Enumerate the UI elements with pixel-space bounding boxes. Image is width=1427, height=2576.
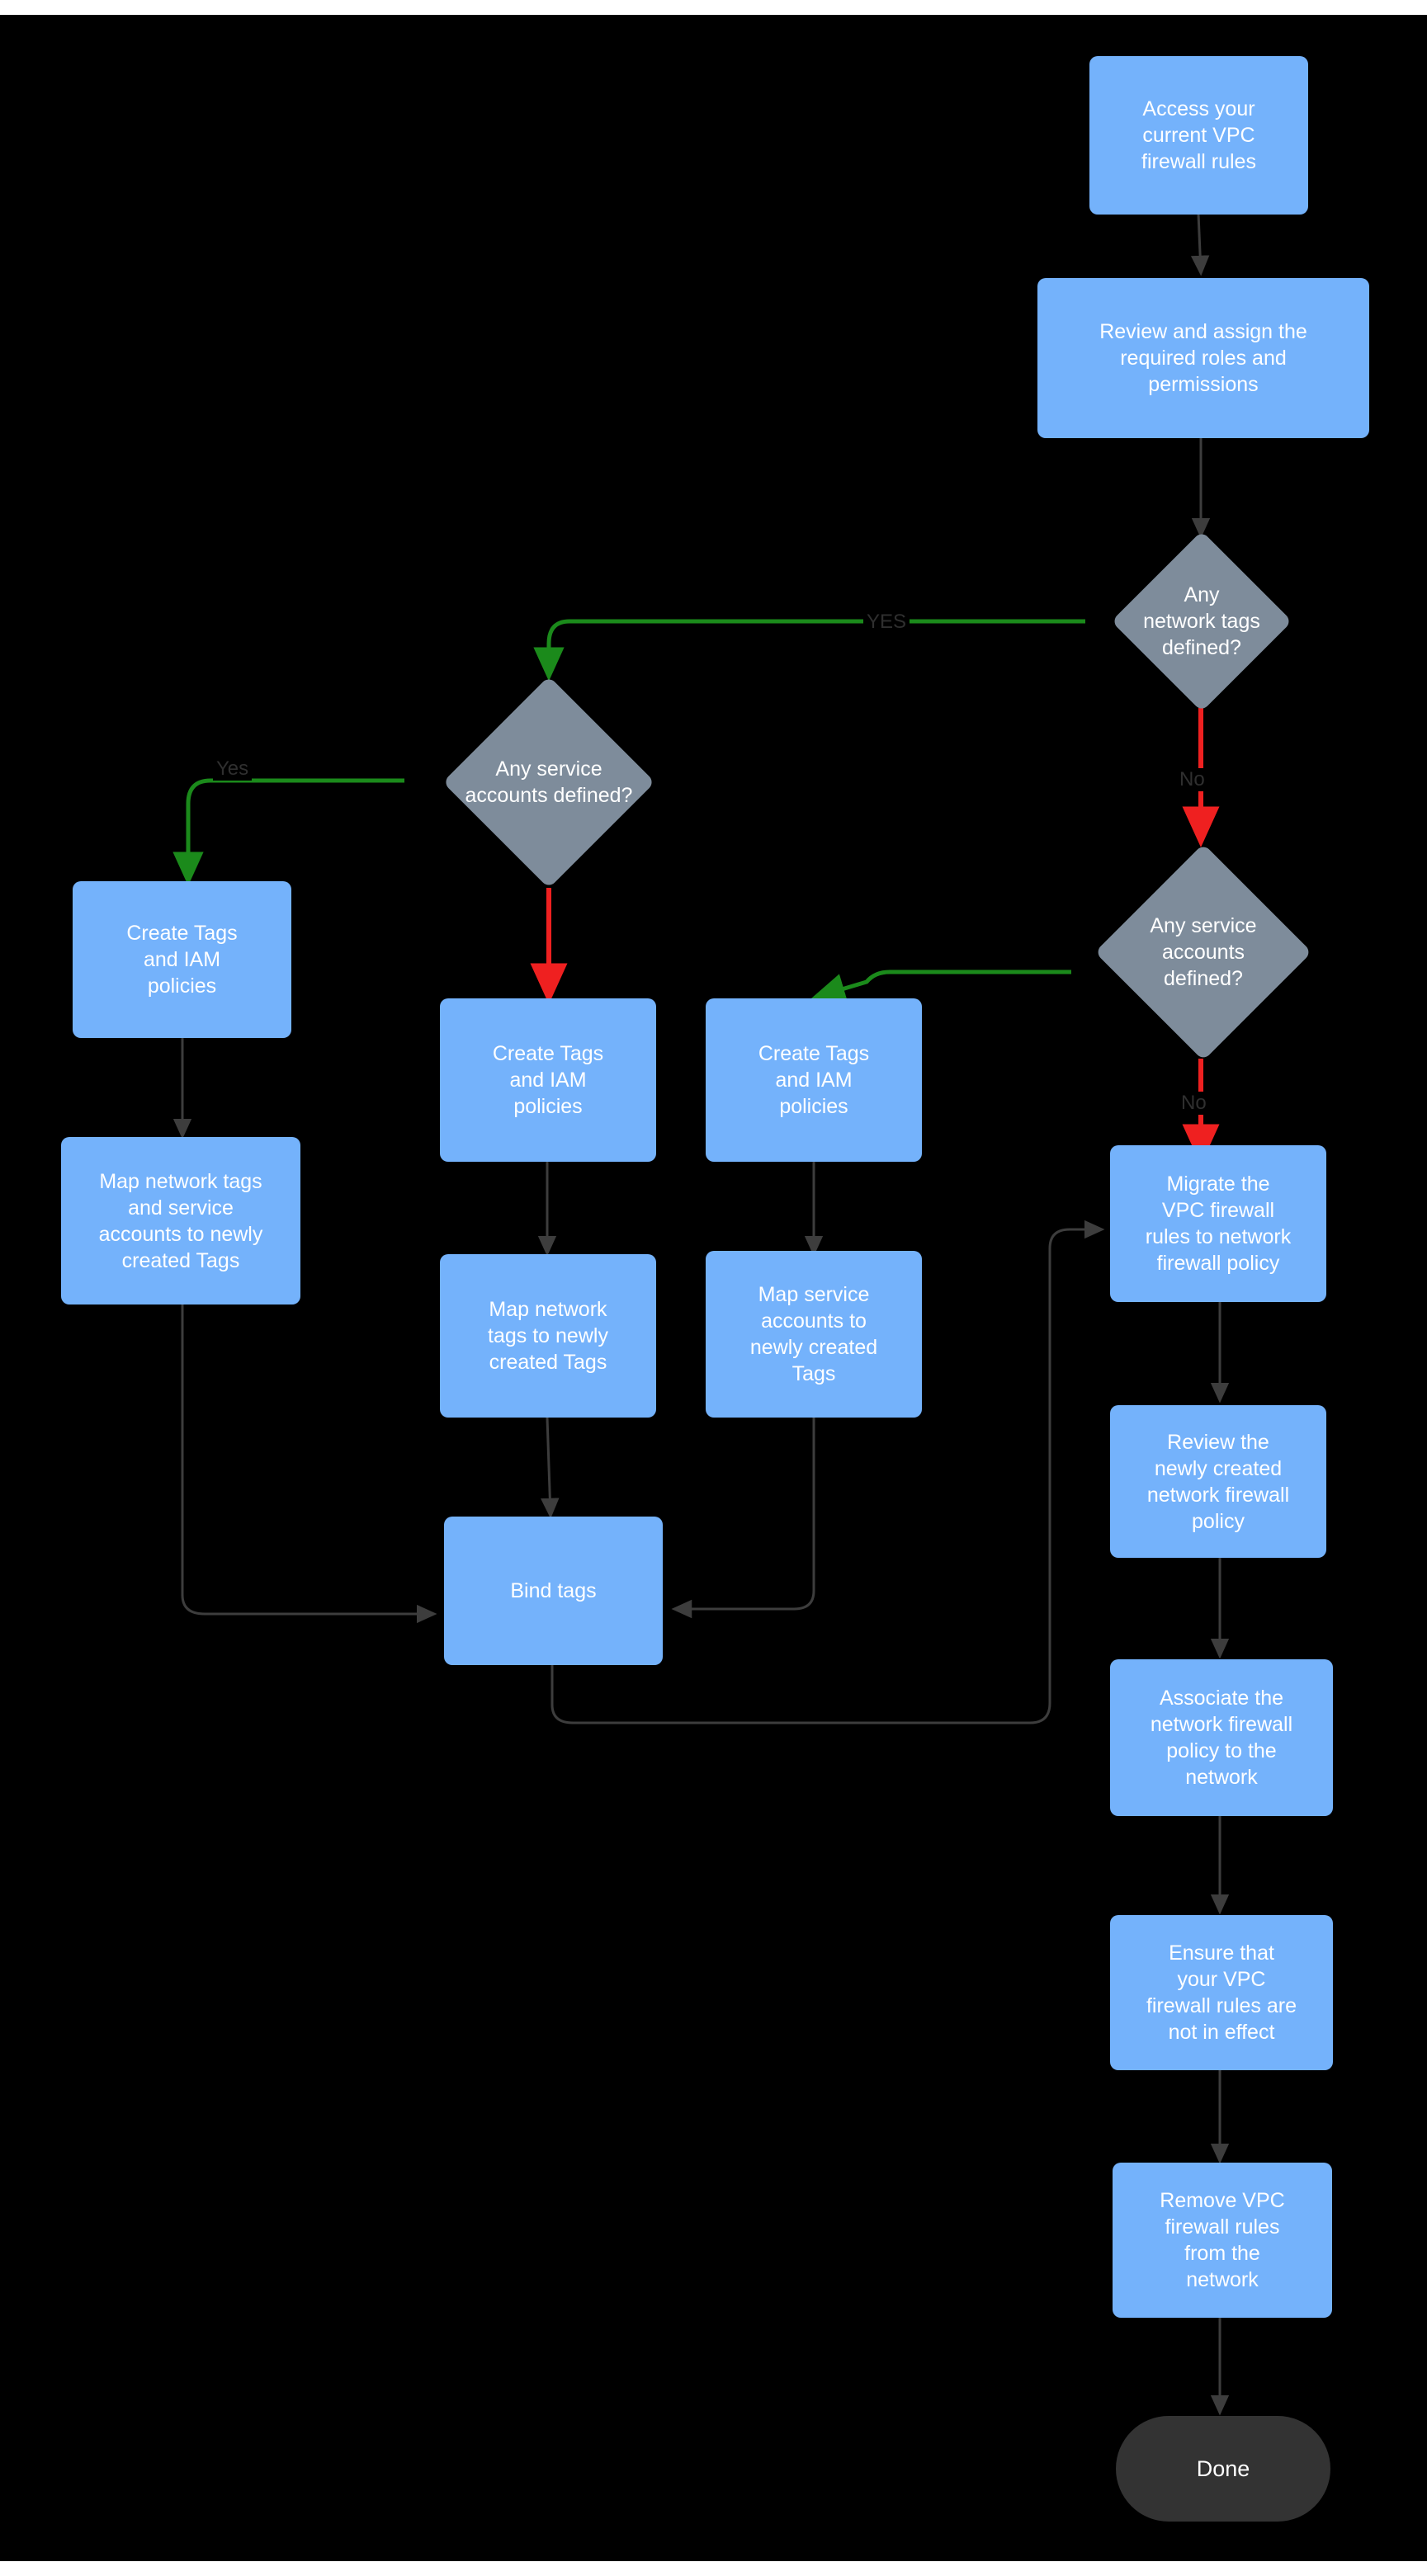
edge-label-network-tags-no: No (1176, 768, 1208, 791)
edge-map-network-to-bind-tags (541, 1417, 560, 1519)
node-map-both[interactable]: Map network tags and service accounts to… (61, 1137, 300, 1305)
node-label: Bind tags (510, 1579, 597, 1602)
edge-service-accounts-right-yes (810, 970, 1071, 1004)
node-label: Review the newly created network firewal… (1146, 1430, 1290, 1533)
node-label: Create Tags and IAM policies (758, 1042, 870, 1118)
node-label: Associate the network firewall policy to… (1150, 1687, 1293, 1789)
edge-label-text: Yes (216, 757, 249, 780)
node-remove-rules[interactable]: Remove VPC firewall rules from the netwo… (1113, 2163, 1332, 2318)
node-label: Any service accounts defined? (1150, 914, 1257, 990)
node-review-policy[interactable]: Review the newly created network firewal… (1110, 1405, 1326, 1558)
node-label: Any service accounts defined? (465, 757, 633, 807)
edge-service-accounts-left-yes (172, 778, 404, 886)
node-create-tags-right[interactable]: Create Tags and IAM policies (706, 998, 922, 1162)
edge-map-service-to-bind-tags (671, 1418, 815, 1619)
edge-map-both-to-bind-tags (181, 1303, 437, 1624)
edge-access-to-review (1190, 213, 1210, 276)
node-create-tags-mid[interactable]: Create Tags and IAM policies (440, 998, 656, 1162)
node-label: Map network tags and service accounts to… (98, 1169, 263, 1272)
node-label: Create Tags and IAM policies (492, 1042, 604, 1118)
node-label: Done (1196, 2456, 1250, 2481)
node-access-rules[interactable]: Access your current VPC firewall rules (1089, 56, 1308, 215)
edge-label-text: No (1179, 768, 1205, 790)
node-label: Map service accounts to newly created Ta… (749, 1283, 878, 1385)
node-label: Remove VPC firewall rules from the netwo… (1160, 2189, 1285, 2291)
node-label: Access your current VPC firewall rules (1141, 97, 1256, 173)
node-done[interactable]: Done (1116, 2416, 1330, 2522)
node-label: Any network tags defined? (1143, 583, 1260, 659)
node-migrate-rules[interactable]: Migrate the VPC firewall rules to networ… (1110, 1145, 1326, 1302)
edge-label-service-accounts-right-no: No (1178, 1092, 1210, 1115)
node-label: Ensure that your VPC firewall rules are … (1146, 1941, 1297, 2044)
node-label: Map network tags to newly created Tags (488, 1298, 608, 1374)
node-label: Create Tags and IAM policies (126, 922, 238, 998)
node-bind-tags[interactable]: Bind tags (444, 1517, 663, 1665)
edge-label-service-accounts-left-yes: Yes (213, 757, 253, 781)
node-review-roles[interactable]: Review and assign the required roles and… (1037, 278, 1369, 438)
node-map-service-accounts[interactable]: Map service accounts to newly created Ta… (706, 1251, 922, 1418)
node-ensure-not-in-effect[interactable]: Ensure that your VPC firewall rules are … (1110, 1915, 1333, 2070)
node-decision-service-accounts-left[interactable]: Any service accounts defined? (404, 676, 693, 889)
node-create-tags-left[interactable]: Create Tags and IAM policies (73, 881, 291, 1038)
node-decision-service-accounts-right[interactable]: Any service accounts defined? (1071, 843, 1335, 1061)
node-label: Review and assign the required roles and… (1099, 320, 1307, 396)
edge-label-text: No (1181, 1092, 1207, 1114)
node-map-network-tags[interactable]: Map network tags to newly created Tags (440, 1254, 656, 1418)
node-associate-policy[interactable]: Associate the network firewall policy to… (1110, 1659, 1333, 1816)
edge-label-network-tags-yes: YES (863, 611, 910, 634)
edge-network-tags-yes (533, 619, 1085, 682)
flowchart-stage: Access your current VPC firewall rules R… (0, 15, 1427, 2561)
node-decision-network-tags[interactable]: Any network tags defined? (1081, 531, 1322, 712)
node-label: Migrate the VPC firewall rules to networ… (1145, 1172, 1292, 1275)
edge-label-text: YES (867, 611, 907, 633)
